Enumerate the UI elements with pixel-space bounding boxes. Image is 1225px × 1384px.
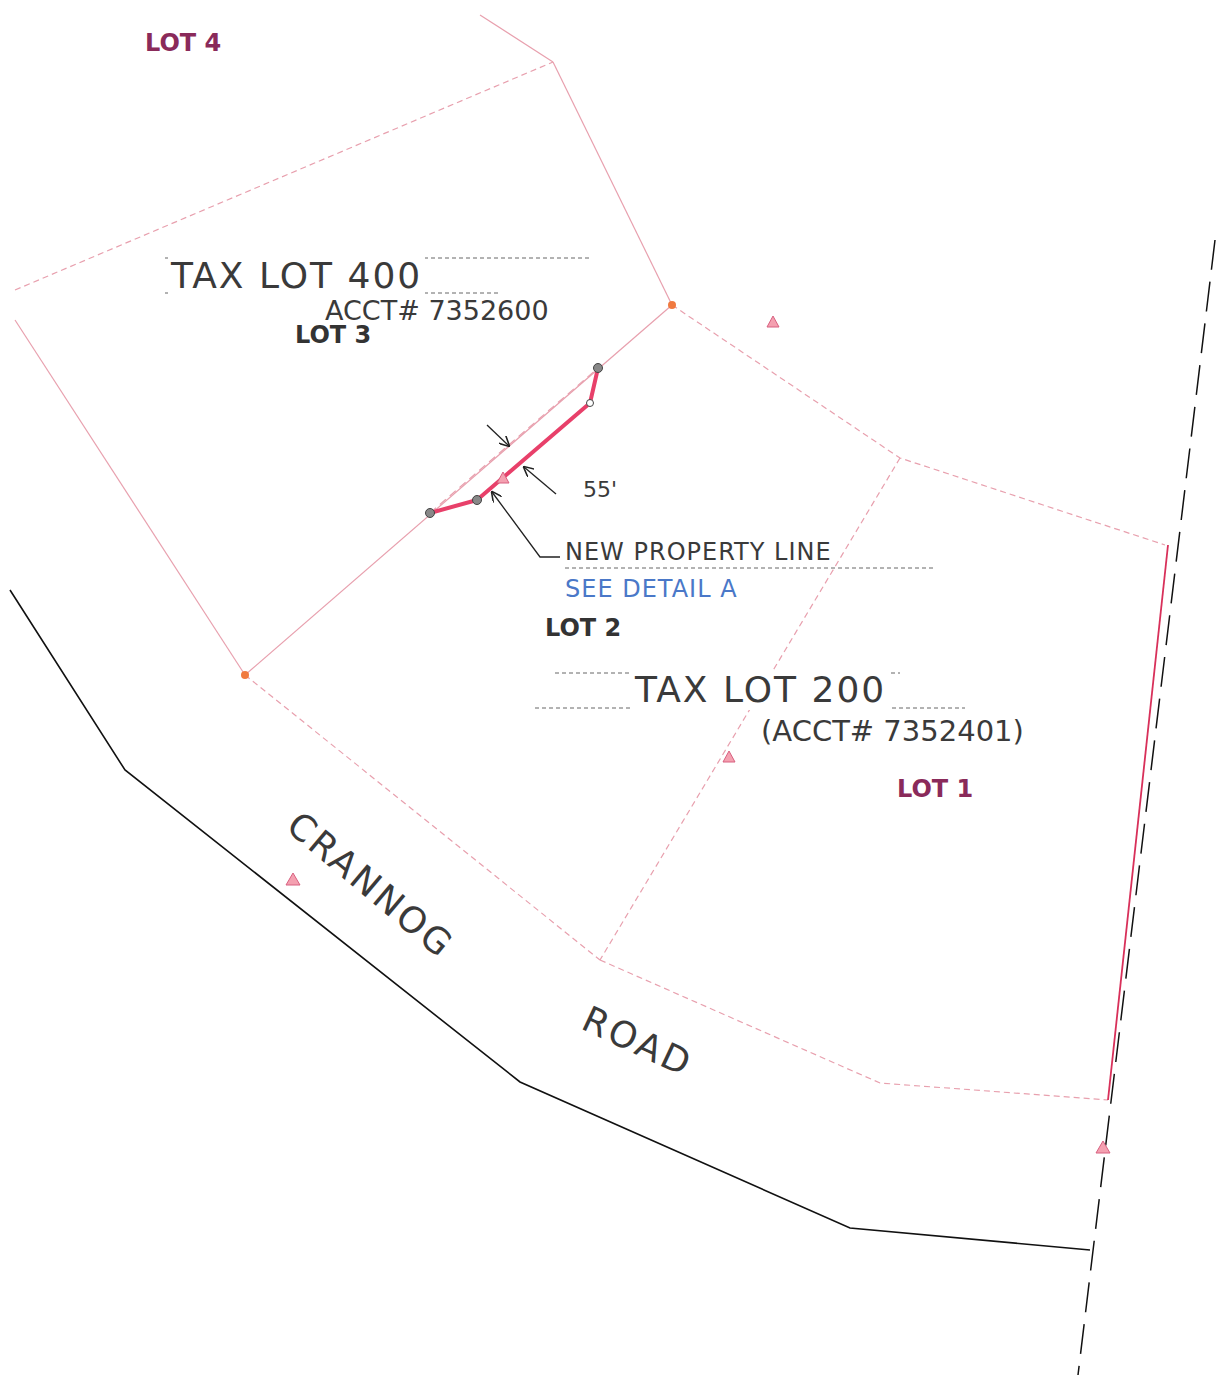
old-line — [430, 368, 598, 513]
line-points — [426, 364, 603, 518]
triangle-marker — [723, 751, 735, 762]
leader-arrow — [524, 467, 556, 494]
lot-line — [480, 15, 553, 62]
leader-arrow — [487, 425, 509, 446]
underline — [565, 568, 935, 569]
lot-label: LOT 4 — [142, 30, 224, 56]
boundary-line — [1108, 545, 1168, 1100]
lot-line — [15, 320, 245, 675]
lot-line — [245, 305, 672, 675]
dimension-label: 55' — [580, 478, 620, 502]
lot-lines — [15, 15, 1165, 1100]
corner-marker — [668, 301, 676, 309]
section-line — [1078, 240, 1215, 1375]
lot-label: LOT 3 — [292, 322, 374, 348]
leader-arrow — [492, 492, 560, 557]
road-name: ROAD — [574, 998, 702, 1086]
triangle-marker — [1096, 1141, 1110, 1153]
road-edge — [10, 590, 1090, 1250]
triangle-marker — [286, 873, 300, 885]
control-points — [286, 316, 1110, 1153]
point — [473, 496, 482, 505]
tax-lot-label: TAX LOT 400 — [168, 256, 425, 296]
triangle-marker — [767, 316, 779, 327]
lot-line — [672, 305, 1165, 545]
lot-label: LOT 1 — [894, 776, 976, 802]
tax-lot-label: TAX LOT 200 — [632, 670, 889, 710]
point — [594, 364, 603, 373]
lot-line — [600, 458, 900, 960]
account-number: (ACCT# 7352401) — [758, 716, 1027, 748]
point — [426, 509, 435, 518]
road-name: CRANNOG — [277, 803, 464, 969]
new-property-line — [430, 368, 598, 513]
note-label: NEW PROPERTY LINE — [562, 539, 835, 565]
lot-label: LOT 2 — [542, 615, 624, 641]
lot-line — [553, 62, 672, 305]
triangle-marker — [497, 472, 509, 483]
underlines — [165, 258, 965, 708]
point — [587, 400, 594, 407]
leaders — [487, 425, 560, 557]
corner-marker — [241, 671, 249, 679]
detail-reference: SEE DETAIL A — [562, 576, 741, 602]
